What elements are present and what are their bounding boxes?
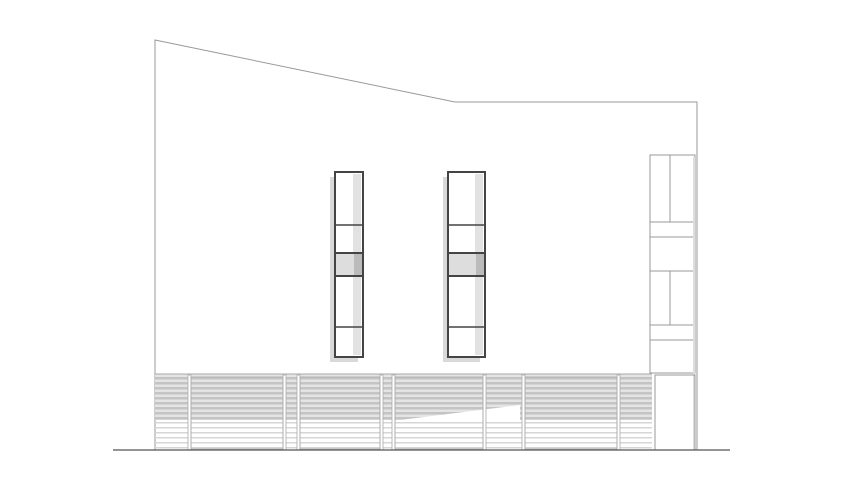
fence-slat: [155, 412, 652, 415]
window-right: [443, 171, 486, 362]
fence-panel: [190, 376, 284, 450]
fence-slat: [155, 397, 652, 400]
fence-post: [482, 374, 487, 451]
fence-post: [282, 374, 287, 451]
fence-post: [379, 374, 384, 451]
slatted-fence: [155, 373, 652, 451]
fence-slat: [155, 407, 652, 410]
side-edge-shadow: [693, 157, 695, 450]
fence-slat: [155, 377, 652, 380]
side-window-column: [649, 154, 696, 451]
fence-panel: [524, 376, 618, 450]
fence-post: [391, 374, 396, 451]
fence-slat: [155, 427, 652, 429]
fence-slat: [155, 387, 652, 390]
fence-slat: [155, 417, 652, 420]
fence-slat: [155, 402, 652, 405]
fence-light-patch: [400, 405, 520, 420]
fence-slat: [155, 422, 652, 424]
side-band-upper: [649, 221, 696, 238]
fence-panel: [394, 376, 484, 450]
window-frame: [447, 171, 486, 358]
side-panel-lower: [649, 339, 696, 374]
window-frame: [334, 171, 364, 358]
fence-post: [187, 374, 192, 451]
fence-slat: [155, 382, 652, 385]
window-spandrel-shade: [354, 253, 363, 276]
fence-post: [521, 374, 526, 451]
window-spandrel-shade: [476, 253, 485, 276]
fence-post: [616, 374, 621, 451]
fence-slat: [155, 437, 652, 439]
side-panel-upper: [649, 236, 696, 272]
door: [654, 374, 696, 451]
fence-panel: [299, 376, 381, 450]
fence-slat: [155, 392, 652, 395]
fence-slat: [155, 447, 652, 449]
fence-post: [296, 374, 301, 451]
side-window-lower: [649, 270, 696, 326]
side-band-lower: [649, 324, 696, 341]
side-window-upper: [649, 154, 696, 223]
fence-slat: [155, 432, 652, 434]
window-left: [330, 171, 364, 362]
window-spandrel: [448, 253, 485, 276]
fence-slat: [155, 442, 652, 444]
building-outline: [154, 39, 698, 450]
